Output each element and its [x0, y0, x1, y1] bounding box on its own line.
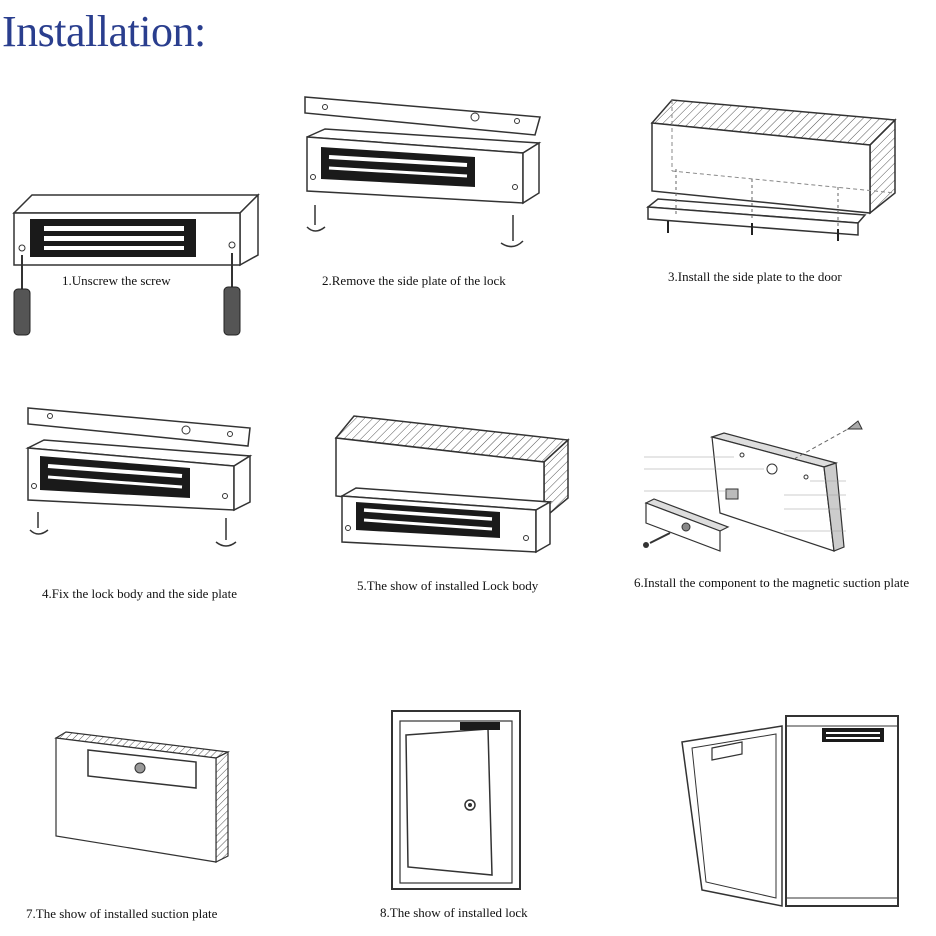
step-5-illustration — [334, 415, 570, 554]
step-8-caption: 8.The show of installed lock — [380, 905, 528, 920]
step-6-caption: 6.Install the component to the magnetic … — [634, 575, 910, 590]
step-2-illustration — [304, 96, 542, 248]
step-3-caption: 3.Install the side plate to the door — [668, 269, 842, 284]
page-title: Installation: — [2, 7, 206, 56]
step-1-caption: 1.Unscrew the screw — [62, 273, 171, 288]
step-3: 3.Install the side plate to the door — [640, 95, 900, 295]
step-5-caption: 5.The show of installed Lock body — [357, 578, 539, 593]
step-2: 2.Remove the side plate of the lock — [295, 95, 555, 295]
step-7-caption: 7.The show of installed suction plate — [26, 906, 218, 921]
step-9-illustration — [681, 715, 899, 907]
step-2-caption: 2.Remove the side plate of the lock — [322, 273, 506, 288]
step-5: 5.The show of installed Lock body — [330, 410, 580, 610]
step-7-illustration — [54, 731, 231, 863]
step-8-illustration — [391, 710, 521, 890]
step-8: 8.The show of installed lock — [370, 705, 560, 930]
step-6: 6.Install the component to the magnetic … — [634, 415, 936, 610]
step-1: 1.Unscrew the screw — [0, 95, 280, 336]
step-9 — [672, 712, 902, 922]
step-6-illustration — [643, 420, 863, 552]
step-3-illustration — [646, 99, 897, 241]
step-4: 4.Fix the lock body and the side plate — [20, 400, 280, 610]
step-7: 7.The show of installed suction plate — [20, 728, 260, 928]
step-4-caption: 4.Fix the lock body and the side plate — [42, 586, 237, 601]
step-1-illustration — [12, 193, 260, 336]
step-4-illustration — [25, 407, 253, 547]
